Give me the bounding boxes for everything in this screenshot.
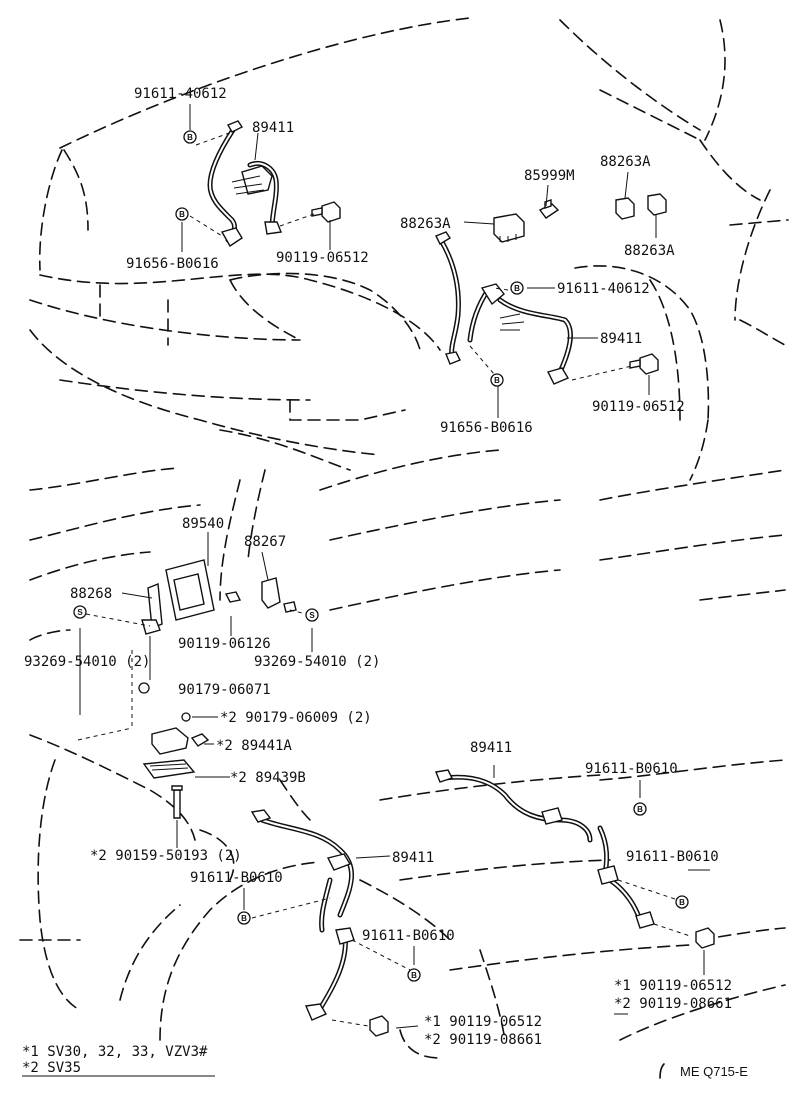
svg-text:B: B [241, 914, 247, 923]
part-label: *2 89439B [230, 770, 306, 786]
left-front-sensor-assembly [207, 120, 341, 247]
rear-sensor-assembly-left [250, 809, 389, 1037]
marker-s: S [305, 608, 319, 622]
svg-text:B: B [179, 210, 185, 219]
marker-b: B [407, 968, 421, 982]
part-label: 90179-06071 [178, 682, 271, 698]
part-label: *2 90159-50193 (2) [90, 848, 242, 864]
part-label: 91611-B0610 [190, 870, 283, 886]
svg-text:B: B [411, 971, 417, 980]
svg-text:B: B [514, 284, 520, 293]
marker-b: B [675, 895, 689, 909]
footnote: *2 SV35 [22, 1060, 81, 1076]
part-label: 91611-B0610 [585, 761, 678, 777]
part-label: 93269-54010 (2) [24, 654, 150, 670]
part-label: 89411 [392, 850, 434, 866]
abs-computer-group [141, 559, 297, 819]
figure-code: ME Q715-E [680, 1064, 748, 1079]
part-label: 93269-54010 (2) [254, 654, 380, 670]
part-label: 88263A [600, 154, 651, 170]
part-label: 89540 [182, 516, 224, 532]
marker-b: B [633, 802, 647, 816]
part-label: *2 90179-06009 (2) [220, 710, 372, 726]
part-label: 91611-B0610 [626, 849, 719, 865]
part-label: *1 90119-06512 [614, 978, 732, 994]
svg-text:B: B [637, 805, 643, 814]
part-label: 89411 [600, 331, 642, 347]
front-body-outline [29, 17, 789, 481]
marker-b: B [237, 911, 251, 925]
part-label: 90119-06512 [276, 250, 369, 266]
svg-text:B: B [187, 133, 193, 142]
right-front-sensor-assembly [435, 231, 659, 385]
marker-b: B [510, 281, 524, 295]
marker-o [181, 712, 191, 722]
part-label: *2 90119-08661 [614, 996, 732, 1012]
part-label: *1 90119-06512 [424, 1014, 542, 1030]
part-label: 91611-B0610 [362, 928, 455, 944]
part-labels: 91611-40612 89411 91656-B0616 90119-0651… [22, 86, 748, 1079]
footnote: *1 SV30, 32, 33, VZV3# [22, 1044, 208, 1060]
rear-sensor-assembly-right [435, 769, 715, 949]
part-label: *2 90119-08661 [424, 1032, 542, 1048]
marker-s: S [73, 605, 87, 619]
svg-text:S: S [309, 611, 315, 620]
marker-b: B [183, 130, 197, 144]
top-leaders [181, 104, 657, 418]
rear-body-outline [19, 449, 786, 1079]
svg-text:B: B [494, 376, 500, 385]
part-label: 91656-B0616 [440, 420, 533, 436]
part-label: 88263A [624, 243, 675, 259]
part-label: 88263A [400, 216, 451, 232]
part-label: 88267 [244, 534, 286, 550]
part-label: 91611-40612 [557, 281, 650, 297]
bolt-markers: B B B B S S B B B B [73, 130, 689, 982]
svg-text:S: S [77, 608, 83, 617]
marker-b: B [175, 207, 189, 221]
part-label: 91656-B0616 [126, 256, 219, 272]
part-label: 89411 [252, 120, 294, 136]
part-label: *2 89441A [216, 738, 292, 754]
part-label: 90119-06512 [592, 399, 685, 415]
bottom-leaders [22, 532, 710, 1077]
part-label: 88268 [70, 586, 112, 602]
part-label: 91611-40612 [134, 86, 227, 102]
marker-o [138, 682, 150, 694]
part-label: 89411 [470, 740, 512, 756]
svg-text:B: B [679, 898, 685, 907]
relay-parts [493, 193, 667, 243]
marker-b: B [490, 373, 504, 387]
part-label: 85999M [524, 168, 575, 184]
part-label: 90119-06126 [178, 636, 271, 652]
